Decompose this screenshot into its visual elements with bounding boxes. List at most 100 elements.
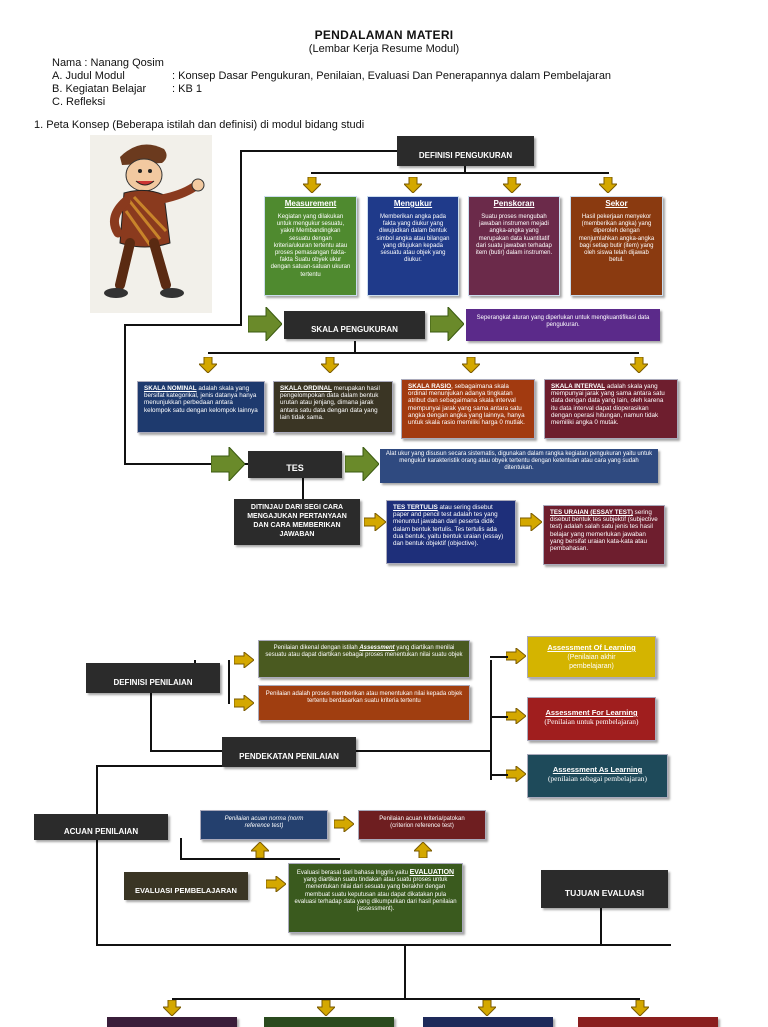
definisi-penilaian-label: DEFINISI PENILAIAN (113, 678, 193, 687)
connector-line (464, 166, 466, 174)
assessment-for-learning-title: Assessment For Learning (545, 708, 638, 717)
penilaian-def1-box: Penilaian dikenal dengan istilah Assessm… (258, 640, 470, 678)
skala-ordinal-text: SKALA ORDINAL merupakan hasil pengelompo… (274, 382, 392, 424)
skala-definition-box: Seperangkat aturan yang diperlukan untuk… (466, 309, 660, 341)
skala-interval-box: SKALA INTERVAL adalah skala yang mempuny… (544, 379, 678, 439)
sekor-title: Sekor (605, 199, 628, 208)
down-arrow-icon (317, 1000, 335, 1016)
penilaian-def2-box: Penilaian adalah proses memberikan atau … (258, 685, 470, 721)
measurement-title: Measurement (284, 199, 337, 208)
down-arrow-icon (462, 357, 480, 373)
skala-ordinal-title: SKALA ORDINAL (280, 385, 332, 392)
mengukur-box: Mengukur Memberikan angka pada fakta yan… (367, 196, 459, 296)
skala-definition-text: Seperangkat aturan yang diperlukan untuk… (476, 315, 650, 329)
connector-line (150, 750, 222, 752)
penskoran-box: Penskoran Suatu proses mengubah jawaban … (468, 196, 560, 296)
connector-line (208, 352, 639, 354)
definisi-pengukuran-box: DEFINISI PENGUKURAN (397, 136, 534, 166)
evaluasi-def-c: yang diartikan suatu tindakan atau suatu… (294, 877, 457, 913)
meta-judul-label: A. Judul Modul (52, 70, 125, 82)
connector-line (124, 463, 250, 465)
skala-nominal-box: SKALA NOMINAL adalah skala yang bersifat… (137, 381, 265, 433)
connector-line (356, 750, 490, 752)
down-arrow-icon (404, 177, 422, 193)
down-arrow-icon (303, 177, 321, 193)
right-arrow-icon (506, 648, 526, 664)
tujuan-box-cropped (423, 1017, 553, 1027)
skala-rasio-body: , sebagaimana skala ordinal menunjukan a… (408, 383, 525, 427)
connector-line (240, 150, 397, 152)
penilaian-def1-a: Penilaian dikenal dengan istilah (273, 645, 360, 651)
tes-tertulis-box: TES TERTULIS atau sering disebut paper a… (386, 500, 516, 564)
right-arrow-icon (334, 816, 354, 832)
right-arrow-icon (506, 708, 526, 724)
connector-line (96, 765, 98, 817)
acuan-penilaian-box: ACUAN PENILAIAN (34, 814, 168, 840)
skala-interval-text: SKALA INTERVAL adalah skala yang mempuny… (545, 380, 677, 429)
assessment-as-learning-sub: (penilaian sebagai pembelajaran) (547, 774, 648, 783)
definisi-pengukuran-label: DEFINISI PENGUKURAN (418, 151, 513, 160)
meta-kegiatan-value: : KB 1 (172, 83, 202, 95)
connector-line (124, 324, 242, 326)
tes-tertulis-text: TES TERTULIS atau sering disebut paper a… (387, 501, 515, 550)
skala-interval-body: adalah skala yang mempunyai jarak yang s… (551, 383, 665, 427)
tes-box: TES (248, 451, 342, 478)
evaluasi-definition-text: Evaluasi berasal dari bahasa Inggris yai… (289, 869, 462, 913)
pendekatan-penilaian-label: PENDEKATAN PENILAIAN (239, 752, 339, 761)
penskoran-body: Suatu proses mengubah jawaban instrumen … (475, 214, 553, 257)
skala-interval-title: SKALA INTERVAL (551, 383, 606, 390)
down-arrow-icon (631, 1000, 649, 1016)
tujuan-box-cropped (264, 1017, 394, 1027)
mengukur-body: Memberikan angka pada fakta yang diukur … (376, 214, 450, 264)
tes-tertulis-body: atau sering disebut paper and pencil tes… (393, 504, 504, 548)
down-arrow-icon (503, 177, 521, 193)
connector-line (490, 716, 508, 718)
connector-line (96, 765, 256, 767)
tes-uraian-body: sering disebut bentuk tes subjektif (sub… (550, 509, 658, 553)
right-arrow-icon (364, 513, 386, 531)
down-arrow-icon (199, 357, 217, 373)
measurement-box: Measurement Kegiatan yang dilakukan untu… (264, 196, 357, 296)
cartoon-character-illustration (90, 135, 212, 313)
acuan-norma-text: Penilaian acuan norma (norm reference te… (224, 816, 304, 830)
connector-line (96, 838, 98, 946)
meta-kegiatan: B. Kegiatan Belajar: KB 1 (52, 82, 202, 96)
assessment-for-learning-box: Assessment For Learning (Penilaian untuk… (527, 697, 656, 741)
connector-line (490, 774, 508, 776)
tes-label: TES (286, 463, 304, 473)
right-arrow-icon (234, 695, 254, 711)
right-arrow-icon (345, 447, 379, 481)
tes-uraian-text: TES URAIAN (ESSAY TEST) sering disebut b… (544, 506, 664, 555)
right-arrow-icon (520, 513, 542, 531)
meta-refleksi: C. Refleksi (52, 96, 106, 108)
penskoran-title: Penskoran (493, 199, 535, 208)
up-arrow-icon (251, 842, 269, 858)
tujuan-box-cropped (578, 1017, 718, 1027)
skala-ordinal-box: SKALA ORDINAL merupakan hasil pengelompo… (273, 381, 393, 433)
connector-line (180, 858, 340, 860)
skala-pengukuran-box: SKALA PENGUKURAN (284, 311, 425, 339)
page-title: PENDALAMAN MATERI (314, 28, 454, 42)
up-arrow-icon (414, 842, 432, 858)
mengukur-title: Mengukur (393, 199, 433, 208)
tes-uraian-title: TES URAIAN (ESSAY TEST) (550, 509, 633, 516)
skala-nominal-text: SKALA NOMINAL adalah skala yang bersifat… (138, 382, 264, 417)
page-subtitle: (Lembar Kerja Resume Modul) (308, 43, 460, 55)
connector-line (404, 944, 406, 1000)
tes-uraian-box: TES URAIAN (ESSAY TEST) sering disebut b… (543, 505, 665, 565)
right-arrow-icon (506, 766, 526, 782)
connector-line (302, 477, 304, 499)
assessment-of-learning-sub: (Penilaian akhir pembelajaran) (567, 654, 616, 670)
assessment-of-learning-box: Assessment Of Learning (Penilaian akhir … (527, 636, 656, 678)
acuan-norma-box: Penilaian acuan norma (norm reference te… (200, 810, 328, 840)
penilaian-def1-b: Assessment (359, 645, 395, 651)
evaluasi-definition-box: Evaluasi berasal dari bahasa Inggris yai… (288, 863, 463, 933)
connector-line (490, 660, 492, 780)
right-arrow-icon (430, 307, 464, 341)
right-arrow-icon (266, 876, 286, 892)
assessment-for-learning-sub: (Penilaian untuk pembelajaran) (544, 717, 639, 726)
right-arrow-icon (234, 652, 254, 668)
down-arrow-icon (163, 1000, 181, 1016)
tes-definition-text: Alat ukur yang disusun secara sistematis… (385, 451, 653, 472)
right-arrow-icon (211, 447, 245, 481)
